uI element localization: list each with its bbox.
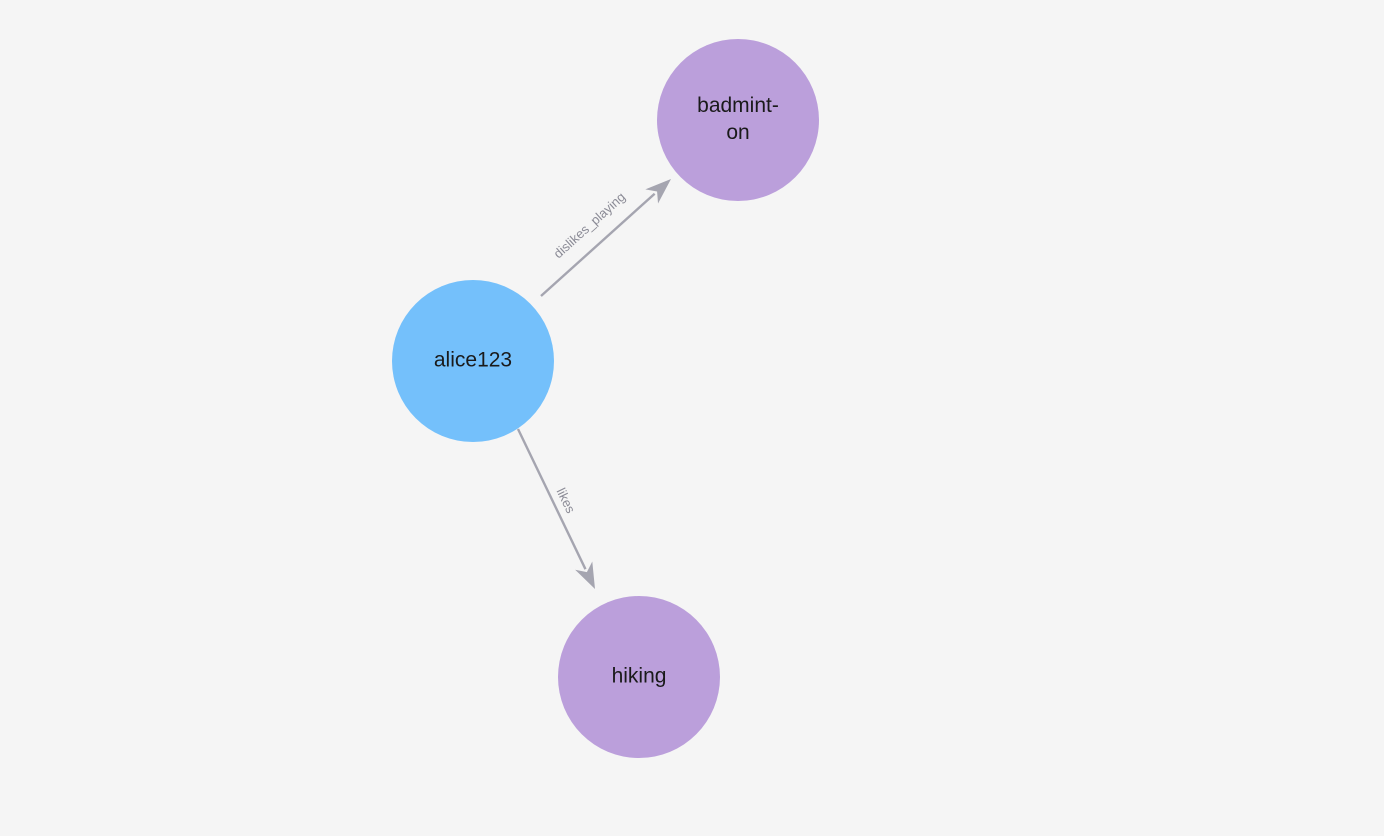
graph-edge[interactable]: [540, 179, 671, 297]
graph-node-hiking[interactable]: hiking: [558, 596, 720, 758]
edge-line: [516, 428, 587, 570]
node-circle[interactable]: [558, 596, 720, 758]
nodes-layer: alice123 badmint-on hiking: [392, 39, 819, 758]
node-circle[interactable]: [392, 280, 554, 442]
edge-arrowhead-icon: [645, 179, 671, 204]
graph-edge[interactable]: [516, 428, 595, 589]
graph-node-alice123[interactable]: alice123: [392, 280, 554, 442]
edge-line: [540, 192, 656, 297]
node-circle[interactable]: [657, 39, 819, 201]
edge-label: dislikes_playing: [550, 189, 628, 261]
graph-node-badminton[interactable]: badmint-on: [657, 39, 819, 201]
edge-arrowhead-icon: [575, 561, 595, 589]
edges-layer: [516, 179, 671, 589]
